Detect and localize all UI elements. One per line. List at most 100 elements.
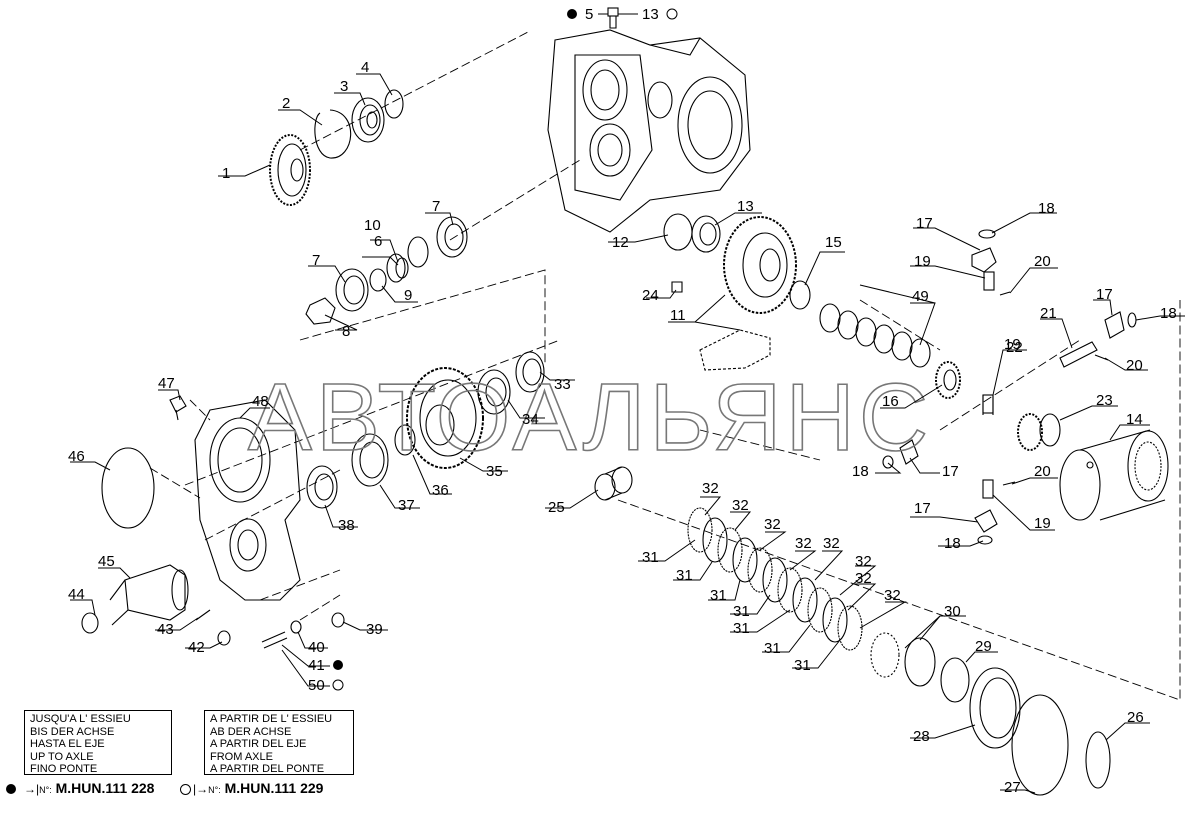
- callout-20a: 20: [1034, 253, 1051, 270]
- part-49-shim-pack: [819, 303, 931, 368]
- legend-line: AB DER ACHSE: [210, 725, 292, 738]
- callout-6: 6: [374, 233, 382, 250]
- callout-19b: 19: [1034, 515, 1051, 532]
- callout-32c: 32: [764, 516, 781, 533]
- callout-7b: 7: [312, 252, 320, 269]
- callout-5: 5: [585, 6, 593, 23]
- callout-3: 3: [340, 78, 348, 95]
- callout-17b: 17: [1096, 286, 1113, 303]
- callout-20c: 20: [1034, 463, 1051, 480]
- part-19-pin-a: [983, 271, 995, 291]
- part-12-oring: [663, 213, 693, 251]
- part-2-circlip: [314, 109, 352, 159]
- callout-32e: 32: [823, 535, 840, 552]
- callout-24: 24: [642, 287, 659, 304]
- callout-21: 21: [1040, 305, 1057, 322]
- bar-to-arrow-icon: |→: [193, 782, 209, 796]
- hollow-dot-icon: [180, 783, 191, 795]
- part-29-ring: [940, 657, 970, 703]
- legend-line: UP TO AXLE: [30, 750, 94, 763]
- serial-up-to: →|N°: M.HUN.111 228: [6, 780, 154, 796]
- callout-16: 16: [882, 393, 899, 410]
- part-46-gasket-ring: [101, 447, 155, 529]
- callout-23: 23: [1096, 392, 1113, 409]
- callout-45: 45: [98, 553, 115, 570]
- part-8-nut: [305, 297, 336, 325]
- callout-37: 37: [398, 497, 415, 514]
- callout-49: 49: [912, 288, 929, 305]
- callout-31c: 31: [710, 587, 727, 604]
- callout-32f: 32: [855, 553, 872, 570]
- part-3-bearing: [351, 97, 385, 143]
- callout-4: 4: [361, 59, 369, 76]
- part-17-spider-gear-b: [1104, 311, 1125, 339]
- part-17-spider-gear-d: [974, 509, 998, 533]
- callout-31f: 31: [764, 640, 781, 657]
- callout-31a: 31: [642, 549, 659, 566]
- serial-number-up-to: M.HUN.111 228: [55, 780, 155, 796]
- callout-28: 28: [913, 728, 930, 745]
- callout-1: 1: [222, 165, 230, 182]
- callout-15: 15: [825, 234, 842, 251]
- callout-31b: 31: [676, 567, 693, 584]
- callout-50: 50: [308, 677, 325, 694]
- callout-32g: 32: [855, 570, 872, 587]
- part-38-seal: [306, 465, 338, 509]
- callout-18c: 18: [852, 463, 869, 480]
- part-40-washer: [290, 620, 302, 634]
- part-23-spline-hub: [1017, 413, 1061, 451]
- callout-36: 36: [432, 482, 449, 499]
- arrow-to-bar-icon: →|: [24, 782, 40, 796]
- callout-47: 47: [158, 375, 175, 392]
- part-33-seal: [515, 351, 545, 393]
- callout-41: 41: [308, 657, 325, 674]
- part-43-pin: [195, 609, 211, 621]
- part-28-piston: [969, 667, 1021, 749]
- callout-18d: 18: [944, 535, 961, 552]
- part-10-ring: [407, 236, 429, 268]
- callout-2: 2: [282, 95, 290, 112]
- legend-line: BIS DER ACHSE: [30, 725, 115, 738]
- part-25-bushing: [594, 466, 633, 501]
- part-27-oring: [1011, 694, 1069, 796]
- callout-35: 35: [486, 463, 503, 480]
- callout-31e: 31: [733, 620, 750, 637]
- callout-25: 25: [548, 499, 565, 516]
- callout-22: 19: [1004, 336, 1021, 353]
- callout-labels: 1 2 3 4 5 6 7 7 8 9 10 11 12 13 13 14 15…: [68, 6, 1177, 796]
- legend-line: JUSQU'A L' ESSIEU: [30, 713, 131, 725]
- callout-31d: 31: [733, 603, 750, 620]
- callout-17a: 17: [916, 215, 933, 232]
- legend-line: FINO PONTE: [30, 763, 98, 775]
- part-20-pin-a: [999, 291, 1011, 296]
- part-39-nut: [331, 612, 345, 628]
- callout-22-label: 22: [1006, 339, 1023, 356]
- callout-26: 26: [1127, 709, 1144, 726]
- callout-32d: 32: [795, 535, 812, 552]
- callout-18a: 18: [1038, 200, 1055, 217]
- part-6-spacer: [386, 253, 406, 283]
- part-13-bearing: [691, 215, 721, 253]
- serial-from: |→N°: M.HUN.111 229: [180, 780, 323, 796]
- callout-13a: 13: [642, 6, 659, 23]
- part-35-large-gear: [406, 367, 484, 469]
- watermark-text: АВТОАЛЬЯНС: [248, 364, 932, 471]
- part-30-spring-set: [870, 632, 936, 687]
- part-1-gear: [269, 134, 311, 206]
- part-42-nut: [217, 630, 231, 646]
- part-41-bolt: [261, 631, 288, 649]
- callout-17d: 17: [914, 500, 931, 517]
- callout-33: 33: [554, 376, 571, 393]
- callout-18b: 18: [1160, 305, 1177, 322]
- part-9-ring: [369, 268, 387, 292]
- callout-43: 43: [157, 621, 174, 638]
- part-21-shaft: [1059, 341, 1098, 368]
- callout-20b: 20: [1126, 357, 1143, 374]
- part-18-washer-a: [978, 229, 996, 239]
- callout-39: 39: [366, 621, 383, 638]
- part-16-gear: [935, 361, 961, 399]
- callout-12: 12: [612, 234, 629, 251]
- hollow-dot-icon: [666, 8, 678, 20]
